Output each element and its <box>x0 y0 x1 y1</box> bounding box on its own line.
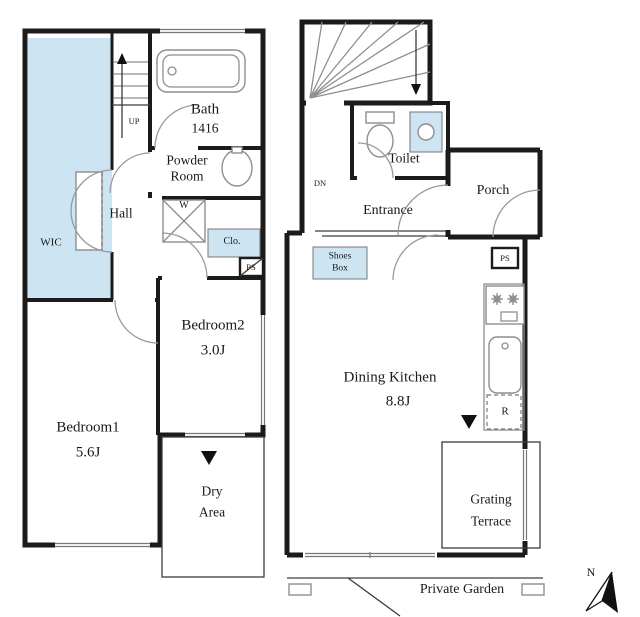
dk-door-arc <box>392 234 439 281</box>
toilet-door-arc <box>357 142 394 179</box>
wic-door-arc <box>70 169 113 212</box>
room-label-bath: Bath <box>190 101 220 118</box>
room-size-bath: 1416 <box>191 120 219 136</box>
window <box>160 27 245 35</box>
dry-area-outline <box>161 436 265 578</box>
label-stairs-up: UP <box>126 115 142 126</box>
wic-wardrobe <box>75 171 103 251</box>
label-shoes-box-2: Box <box>332 263 348 274</box>
staircase-treads <box>309 21 431 99</box>
dk-garden-window <box>305 552 435 558</box>
compass-north-label: N <box>586 565 596 579</box>
refrigerator-space <box>486 394 522 430</box>
pipe-space-box <box>238 256 265 278</box>
room-label-bedroom1: Bedroom1 <box>56 419 120 436</box>
room-label-powder-2: Room <box>170 168 204 184</box>
label-stairs-down: DN <box>313 177 327 188</box>
toilet-walls <box>350 101 450 180</box>
label-private-garden: Private Garden <box>419 582 505 597</box>
label-washer: W <box>177 200 191 211</box>
room-label-terrace-1: Grating <box>470 491 512 507</box>
dk-terrace-window <box>522 450 528 540</box>
opening-marker-triangle <box>201 451 217 465</box>
room-label-toilet: Toilet <box>388 150 420 166</box>
room-label-entrance: Entrance <box>363 203 413 218</box>
room-label-terrace-2: Terrace <box>470 513 512 529</box>
room-size-bedroom2: 3.0J <box>200 342 226 359</box>
label-pipe-space-right: PS <box>500 252 510 263</box>
sink-icon <box>221 146 253 187</box>
label-pipe-space-left: PS <box>246 261 256 272</box>
window <box>55 541 150 549</box>
room-size-dining-kitchen: 8.8J <box>385 393 411 410</box>
window <box>522 450 529 540</box>
stairs-up-arrow-icon <box>117 53 127 138</box>
right-unit-exterior-wall <box>284 103 543 558</box>
room-label-porch: Porch <box>476 183 510 198</box>
private-garden-boundary <box>287 577 545 617</box>
right-unit <box>284 19 545 617</box>
toilet-door-opening <box>357 174 395 181</box>
porch-door-arc <box>492 189 541 238</box>
label-shoes-box-1: Shoes <box>328 251 352 262</box>
bedroom2-door-arc <box>161 232 208 279</box>
bedroom1-door-arc <box>114 299 159 344</box>
bath-door-arc <box>154 104 199 149</box>
room-label-dry-area-2: Area <box>198 504 226 520</box>
washing-machine-icon <box>162 199 206 243</box>
kitchen-sink-icon <box>488 336 522 394</box>
toilet-icon <box>365 111 435 158</box>
entrance-door-arc <box>397 184 449 236</box>
grating-terrace-outline <box>441 441 541 549</box>
wic-door-arc <box>70 210 113 253</box>
room-label-wic: WIC <box>40 236 62 249</box>
powder-room-door-arc <box>109 152 151 194</box>
bedroom2-side-window <box>260 315 266 425</box>
wic-area-fill <box>28 38 112 298</box>
pipe-space-box <box>490 246 520 270</box>
label-refrigerator: R <box>501 405 509 418</box>
room-label-dry-area-1: Dry <box>201 483 223 499</box>
left-unit-interior-walls <box>25 31 263 435</box>
bedroom1-window <box>55 542 150 548</box>
bath-window <box>160 28 245 34</box>
room-label-powder-1: Powder <box>166 152 208 168</box>
stove-icon <box>485 285 525 325</box>
window <box>260 315 266 425</box>
window <box>185 431 245 439</box>
left-unit <box>22 27 266 578</box>
entrance-step-lines <box>315 230 446 237</box>
label-closet: Clo. <box>223 236 241 247</box>
room-label-hall: Hall <box>109 205 133 221</box>
room-label-bedroom2: Bedroom2 <box>181 317 245 334</box>
room-size-bedroom1: 5.6J <box>75 444 101 461</box>
stair-opening <box>306 99 344 107</box>
refrigerator-marker-triangle <box>461 415 477 429</box>
closet-fill <box>207 228 261 258</box>
kitchen-counter <box>483 283 525 431</box>
bathtub-icon <box>156 49 246 93</box>
north-arrow-icon <box>585 571 618 613</box>
room-label-dining-kitchen: Dining Kitchen <box>343 369 437 386</box>
stairs-down-arrow-icon <box>411 30 421 95</box>
shoes-box-fill <box>312 246 368 280</box>
stairs-up-steps <box>114 61 148 99</box>
